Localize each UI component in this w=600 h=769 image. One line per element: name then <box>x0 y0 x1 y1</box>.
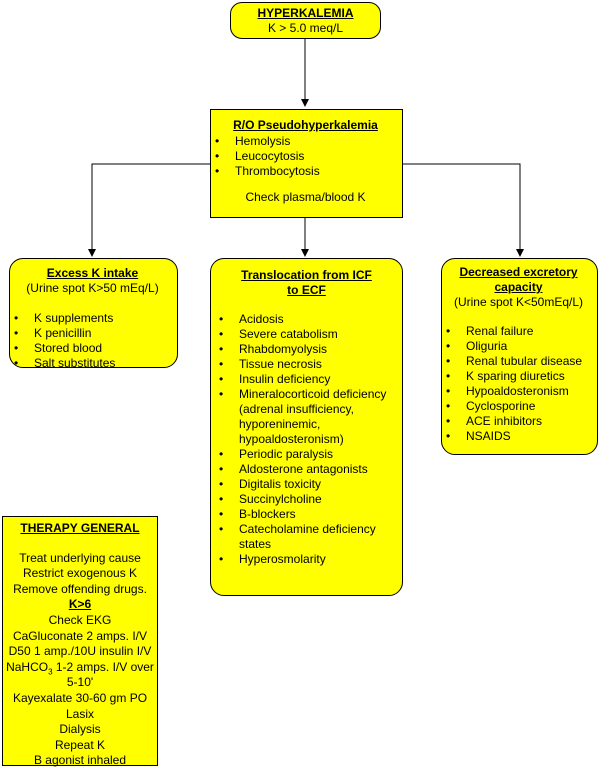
list-item: NSAIDS <box>444 429 593 444</box>
pseudohyperkalemia-title: R/O Pseudohyperkalemia <box>233 118 378 132</box>
translocation-box: Translocation from ICF to ECF Acidosis S… <box>210 258 403 596</box>
list-item: Succinylcholine <box>217 492 396 507</box>
excess-k-intake-urine: (Urine spot K>50 mEq/L) <box>26 281 159 295</box>
hyperkalemia-title: HYPERKALEMIA <box>257 6 354 20</box>
list-item: Mineralocorticoid deficiency (adrenal in… <box>217 387 396 447</box>
list-item: Renal tubular disease <box>444 354 593 369</box>
decreased-excretory-list: Renal failure Oliguria Renal tubular dis… <box>444 324 593 444</box>
list-item: Renal failure <box>444 324 593 339</box>
therapy-line: B agonist inhaled <box>33 753 127 768</box>
therapy-line: Kayexalate 30-60 gm PO <box>12 690 148 705</box>
list-item: Salt substitutes <box>12 356 173 371</box>
therapy-line-nahco3: NaHCO3 1-2 amps. I/V over 5-10' <box>3 660 157 691</box>
arrow-pseudo-to-decreased <box>403 163 524 257</box>
excess-k-intake-title: Excess K intake <box>46 266 139 280</box>
list-item: Periodic paralysis <box>217 447 396 462</box>
hyperkalemia-box: HYPERKALEMIA K > 5.0 meq/L <box>230 2 381 39</box>
therapy-line: Check EKG <box>48 612 112 627</box>
hyperkalemia-threshold: K > 5.0 meq/L <box>267 21 344 35</box>
therapy-k-header: K>6 <box>68 597 92 612</box>
list-item: K sparing diuretics <box>444 369 593 384</box>
therapy-line: CaGluconate 2 amps. I/V <box>12 628 148 643</box>
translocation-title-line1: Translocation from ICF <box>241 268 372 282</box>
excess-k-intake-box: Excess K intake (Urine spot K>50 mEq/L) … <box>9 258 178 371</box>
list-item: Aldosterone antagonists <box>217 462 396 477</box>
list-item: Insulin deficiency <box>217 372 396 387</box>
therapy-line: Remove offending drugs. <box>13 581 147 596</box>
list-item: Hyperosmolarity <box>217 552 396 567</box>
list-item: Thrombocytosis <box>213 164 398 179</box>
therapy-line: Repeat K <box>54 737 106 752</box>
list-item: Tissue necrosis <box>217 357 396 372</box>
decreased-excretory-box: Decreased excretory capacity (Urine spot… <box>441 258 598 455</box>
therapy-general-box: THERAPY GENERAL Treat underlying cause R… <box>2 516 158 768</box>
therapy-line: D50 1 amp./10U insulin I/V <box>8 644 152 659</box>
therapy-general-title: THERAPY GENERAL <box>20 521 140 535</box>
decreased-excretory-title-line2: capacity <box>494 280 543 294</box>
decreased-excretory-urine: (Urine spot K<50mEq/L) <box>453 295 584 309</box>
nahco3-suffix: 1-2 amps. I/V over 5-10' <box>52 659 154 690</box>
therapy-line: Lasix <box>65 706 94 721</box>
list-item: Digitalis toxicity <box>217 477 396 492</box>
list-item: Leucocytosis <box>213 149 398 164</box>
therapy-line: Treat underlying cause <box>19 550 141 565</box>
therapy-line: Dialysis <box>59 722 101 737</box>
excess-k-intake-list: K supplements K penicillin Stored blood … <box>12 311 173 371</box>
list-item: ACE inhibitors <box>444 414 593 429</box>
therapy-line: Restrict exogenous K <box>22 566 138 581</box>
list-item: Hemolysis <box>213 134 398 149</box>
therapy-general-items: Treat underlying cause Restrict exogenou… <box>3 551 157 598</box>
pseudohyperkalemia-list: Hemolysis Leucocytosis Thrombocytosis <box>213 134 398 179</box>
list-item: Hypoaldosteronism <box>444 384 593 399</box>
list-item: B-blockers <box>217 507 396 522</box>
list-item: K penicillin <box>12 326 173 341</box>
translocation-title-line2: to ECF <box>287 283 326 297</box>
list-item: Severe catabolism <box>217 327 396 342</box>
list-item: K supplements <box>12 311 173 326</box>
translocation-list: Acidosis Severe catabolism Rhabdomyolysi… <box>217 312 396 567</box>
nahco3-prefix: NaHCO <box>6 659 49 674</box>
list-item: Cyclosporine <box>444 399 593 414</box>
list-item: Stored blood <box>12 341 173 356</box>
list-item: Catecholamine deficiency states <box>217 522 396 552</box>
nahco3-subscript: 3 <box>48 667 53 677</box>
list-item: Oliguria <box>444 339 593 354</box>
pseudohyperkalemia-box: R/O Pseudohyperkalemia Hemolysis Leucocy… <box>210 109 403 218</box>
list-item: Rhabdomyolysis <box>217 342 396 357</box>
arrow-pseudo-to-excess <box>88 163 210 257</box>
pseudohyperkalemia-note: Check plasma/blood K <box>245 190 366 204</box>
list-item: Acidosis <box>217 312 396 327</box>
decreased-excretory-title-line1: Decreased excretory <box>459 265 578 279</box>
